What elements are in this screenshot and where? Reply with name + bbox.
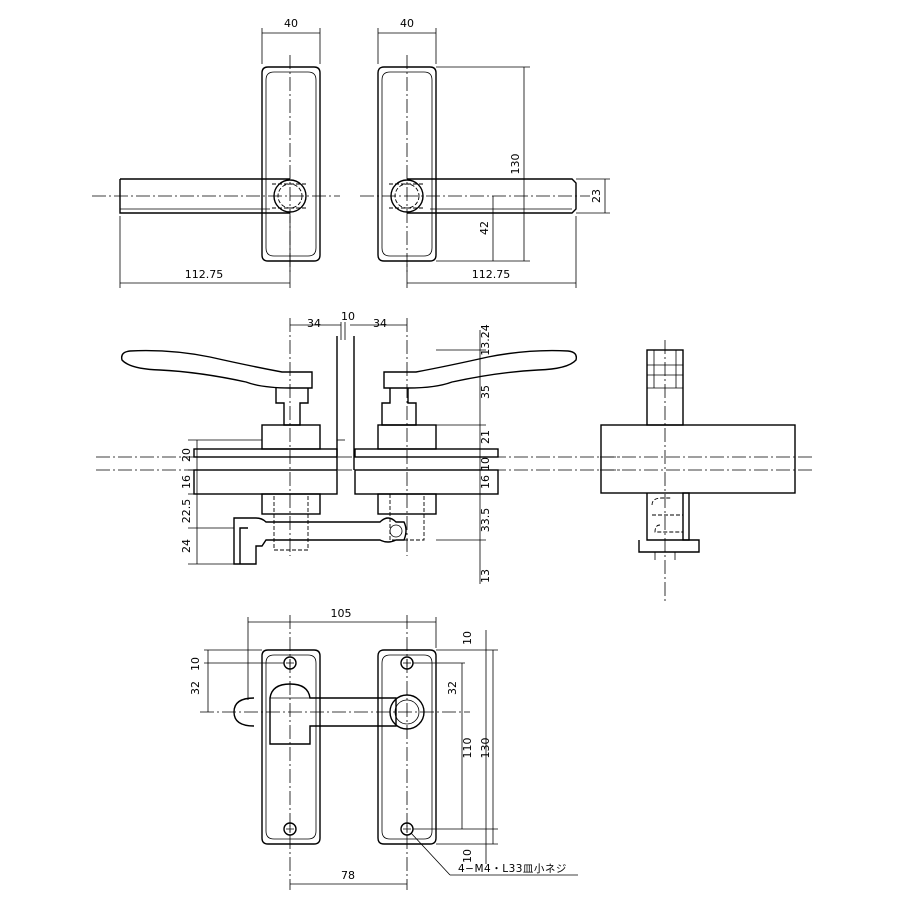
dim-bottom-right-32: 32 bbox=[446, 681, 459, 695]
dim-bottom-screw-spacing: 78 bbox=[341, 869, 355, 882]
end-section-view bbox=[600, 340, 815, 604]
dim-mid-l-22-5: 22.5 bbox=[180, 499, 193, 524]
dim-bottom-right-130: 130 bbox=[479, 738, 492, 759]
dim-mid-right-offset: 34 bbox=[373, 317, 387, 330]
dim-bottom-left-10: 10 bbox=[189, 657, 202, 671]
top-dimensions: 40 40 130 42 23 112.75 112.75 bbox=[119, 17, 610, 288]
dim-bottom-width: 105 bbox=[331, 607, 352, 620]
top-right-plate-view bbox=[360, 55, 590, 275]
dim-top-left-width: 40 bbox=[284, 17, 298, 30]
top-left-plate-view bbox=[92, 55, 340, 275]
dim-mid-r-16: 16 bbox=[479, 475, 492, 489]
dim-top-center-offset: 42 bbox=[478, 221, 491, 235]
dim-bottom-right-110: 110 bbox=[461, 738, 474, 759]
dim-mid-r-21: 21 bbox=[479, 430, 492, 444]
backplate-view bbox=[200, 615, 470, 890]
dim-bottom-right-10-top: 10 bbox=[461, 631, 474, 645]
dim-mid-l-20: 20 bbox=[180, 448, 193, 462]
dim-mid-top: 13.24 bbox=[479, 324, 492, 356]
dim-bottom-right-10-bottom: 10 bbox=[461, 849, 474, 863]
dim-top-lever-height: 23 bbox=[590, 189, 603, 203]
dim-mid-l-16: 16 bbox=[180, 475, 193, 489]
dim-top-left-lever-length: 112.75 bbox=[185, 268, 224, 281]
dim-mid-gap: 10 bbox=[341, 310, 355, 323]
dim-mid-r-33-5: 33.5 bbox=[479, 508, 492, 533]
side-elevation-dimensions: 34 10 34 13.24 35 21 10 16 33.5 13 20 16… bbox=[180, 310, 498, 584]
dim-mid-r-10: 10 bbox=[479, 457, 492, 471]
dim-top-right-height: 130 bbox=[509, 154, 522, 175]
backplate-dimensions: 105 32 10 10 32 110 130 10 78 4−M4・L33皿小… bbox=[189, 607, 578, 885]
dim-top-right-width: 40 bbox=[400, 17, 414, 30]
dim-mid-r-35: 35 bbox=[479, 385, 492, 399]
dim-mid-left-offset: 34 bbox=[307, 317, 321, 330]
dim-mid-l-24: 24 bbox=[180, 539, 193, 553]
dim-mid-r-13: 13 bbox=[479, 569, 492, 583]
dim-top-right-lever-length: 112.75 bbox=[472, 268, 511, 281]
side-elevation-view bbox=[96, 318, 620, 565]
dim-bottom-left-32: 32 bbox=[189, 681, 202, 695]
screw-callout-note: 4−M4・L33皿小ネジ bbox=[458, 863, 567, 875]
